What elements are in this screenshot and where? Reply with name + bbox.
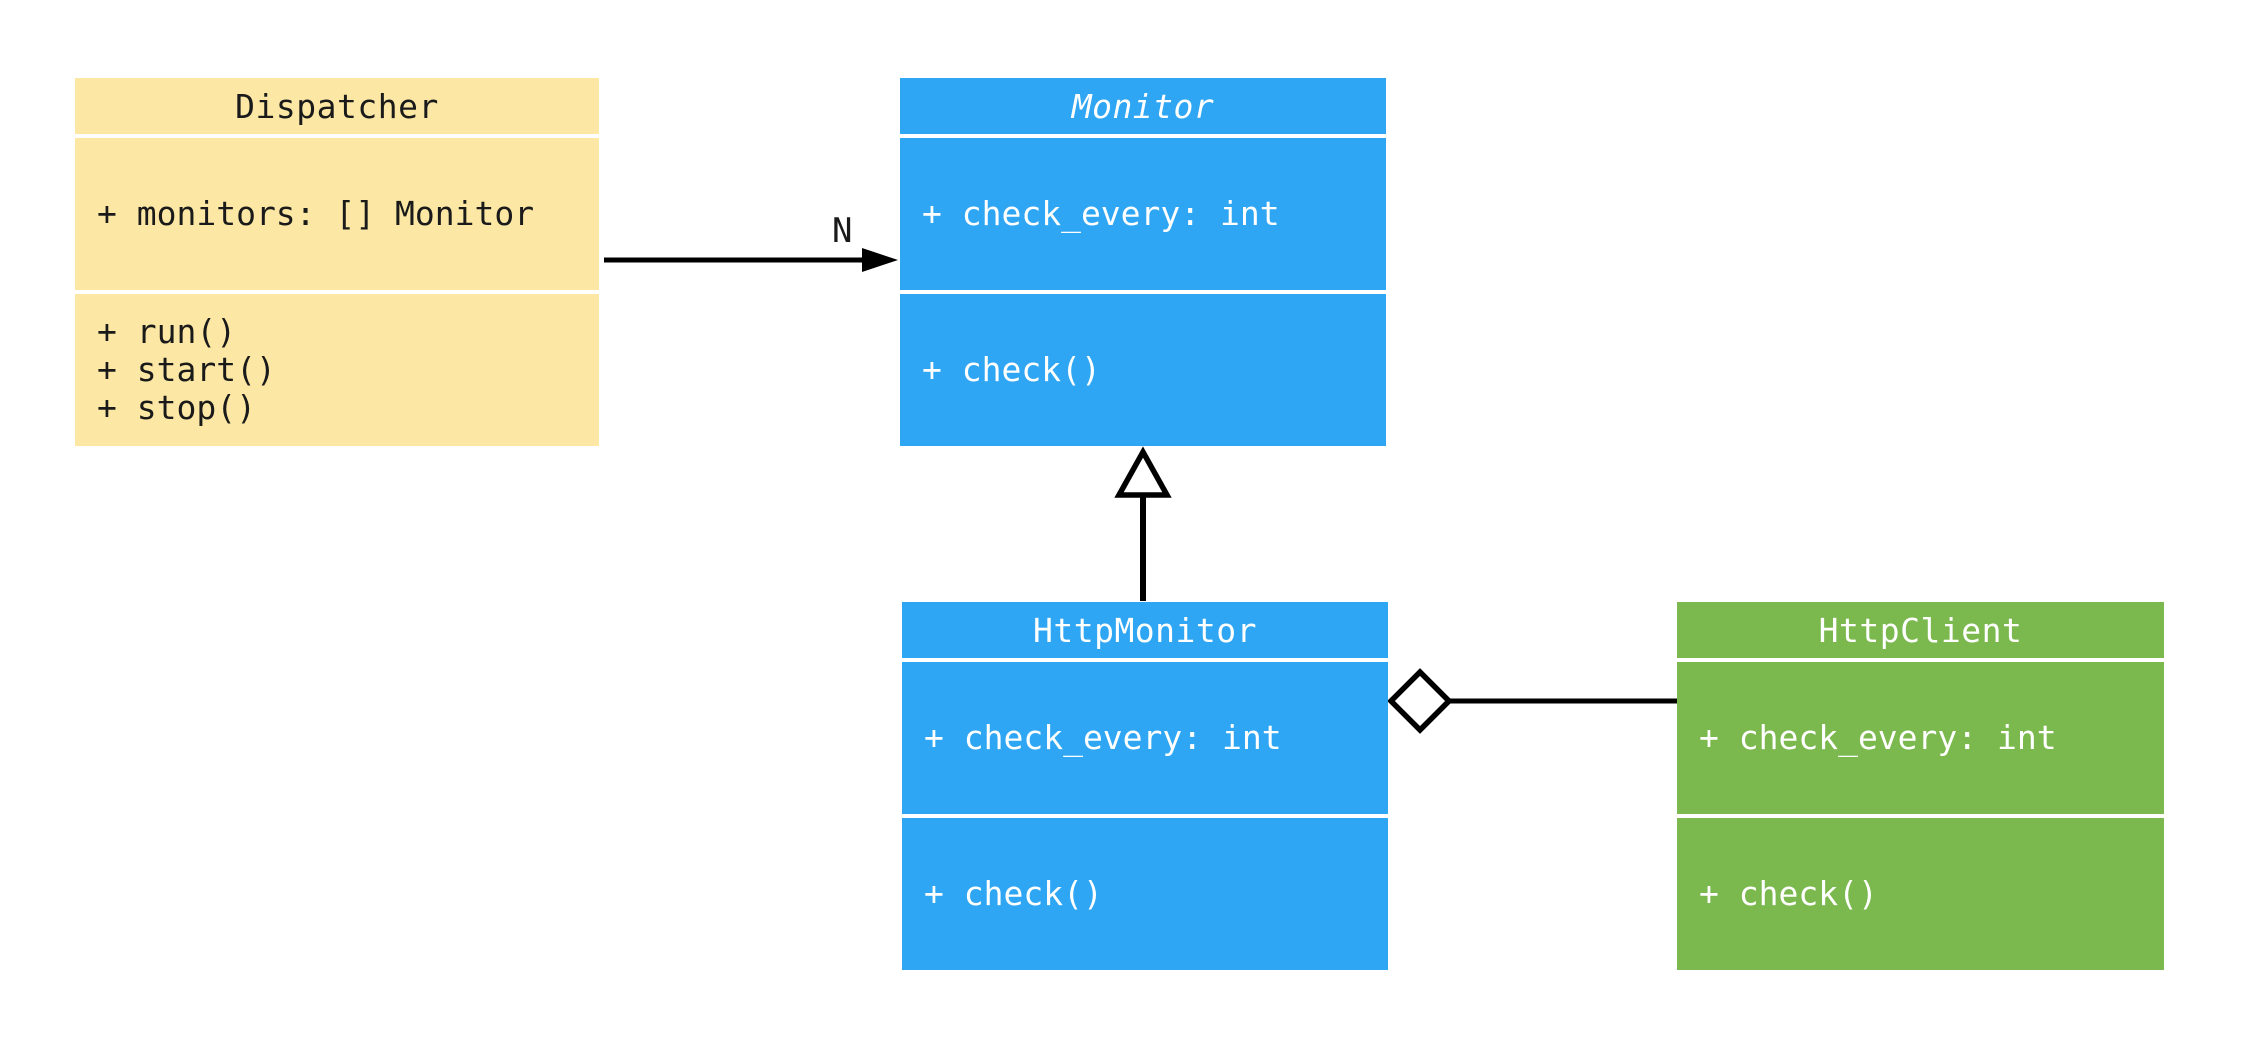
attribute-row: + monitors: [] Monitor [97, 194, 535, 234]
method-row: + check() [922, 350, 1101, 390]
inheritance-triangle-icon [1114, 446, 1172, 498]
class-monitor-attributes: + check_every: int [900, 138, 1386, 290]
attribute-row: + check_every: int [924, 718, 1282, 758]
method-row: + run() [97, 312, 237, 352]
class-dispatcher-attributes: + monitors: [] Monitor [75, 138, 599, 290]
class-monitor-title: Monitor [900, 78, 1386, 134]
class-httpmonitor: HttpMonitor + check_every: int + check() [902, 602, 1388, 970]
class-dispatcher: Dispatcher + monitors: [] Monitor + run(… [75, 78, 599, 446]
association-arrowhead-icon [862, 248, 898, 272]
aggregation-diamond-icon [1387, 668, 1453, 734]
attribute-row: + check_every: int [1699, 718, 2057, 758]
method-row: + start() [97, 350, 276, 390]
class-httpclient-attributes: + check_every: int [1677, 662, 2164, 814]
method-row: + check() [1699, 874, 1878, 914]
class-httpmonitor-methods: + check() [902, 818, 1388, 970]
class-httpmonitor-title: HttpMonitor [902, 602, 1388, 658]
class-httpclient: HttpClient + check_every: int + check() [1677, 602, 2164, 970]
association-multiplicity-label: N [832, 211, 853, 251]
class-httpclient-methods: + check() [1677, 818, 2164, 970]
class-monitor: Monitor + check_every: int + check() [900, 78, 1386, 446]
attribute-row: + check_every: int [922, 194, 1280, 234]
class-monitor-methods: + check() [900, 294, 1386, 446]
method-row: + check() [924, 874, 1103, 914]
method-row: + stop() [97, 387, 256, 427]
class-dispatcher-methods: + run() + start() + stop() [75, 294, 599, 446]
class-httpmonitor-attributes: + check_every: int [902, 662, 1388, 814]
class-httpclient-title: HttpClient [1677, 602, 2164, 658]
class-dispatcher-title: Dispatcher [75, 78, 599, 134]
